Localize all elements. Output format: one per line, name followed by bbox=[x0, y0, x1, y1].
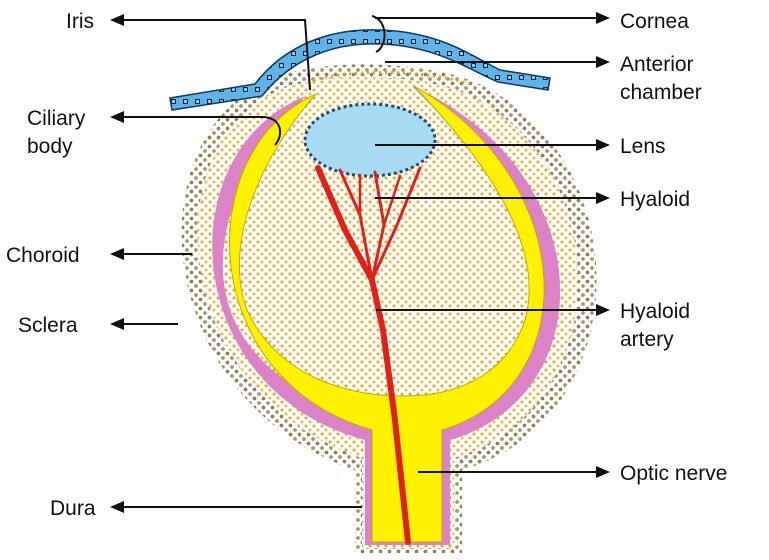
choroid-layer bbox=[212, 86, 561, 545]
label-sclera: Sclera bbox=[18, 314, 78, 337]
label-dura: Dura bbox=[50, 497, 96, 520]
label-lens: Lens bbox=[620, 135, 666, 158]
anterior-chamber bbox=[307, 71, 471, 86]
label-anterior-chamber-line1: Anterior bbox=[620, 53, 694, 76]
retina-layer bbox=[229, 85, 545, 543]
label-iris: Iris bbox=[66, 10, 94, 33]
label-choroid: Choroid bbox=[6, 244, 80, 267]
orange-dotted-layer bbox=[197, 77, 579, 548]
label-anterior-chamber-line2: chamber bbox=[620, 81, 702, 104]
lens bbox=[303, 102, 437, 178]
label-ciliary-body-line1: Ciliary bbox=[27, 107, 86, 130]
label-optic-nerve: Optic nerve bbox=[620, 462, 727, 485]
pointer-lines bbox=[110, 12, 610, 513]
cornea bbox=[169, 29, 551, 111]
label-hyaloid-artery-line1: Hyaloid bbox=[620, 300, 690, 323]
labels: Iris Cornea Anterior chamber Ciliary bod… bbox=[6, 10, 727, 520]
label-hyaloid: Hyaloid bbox=[620, 188, 690, 211]
hyaloid-vessels bbox=[315, 165, 422, 545]
label-ciliary-body-line2: body bbox=[27, 135, 73, 158]
label-cornea: Cornea bbox=[620, 10, 689, 33]
label-hyaloid-artery-line2: artery bbox=[620, 328, 674, 351]
